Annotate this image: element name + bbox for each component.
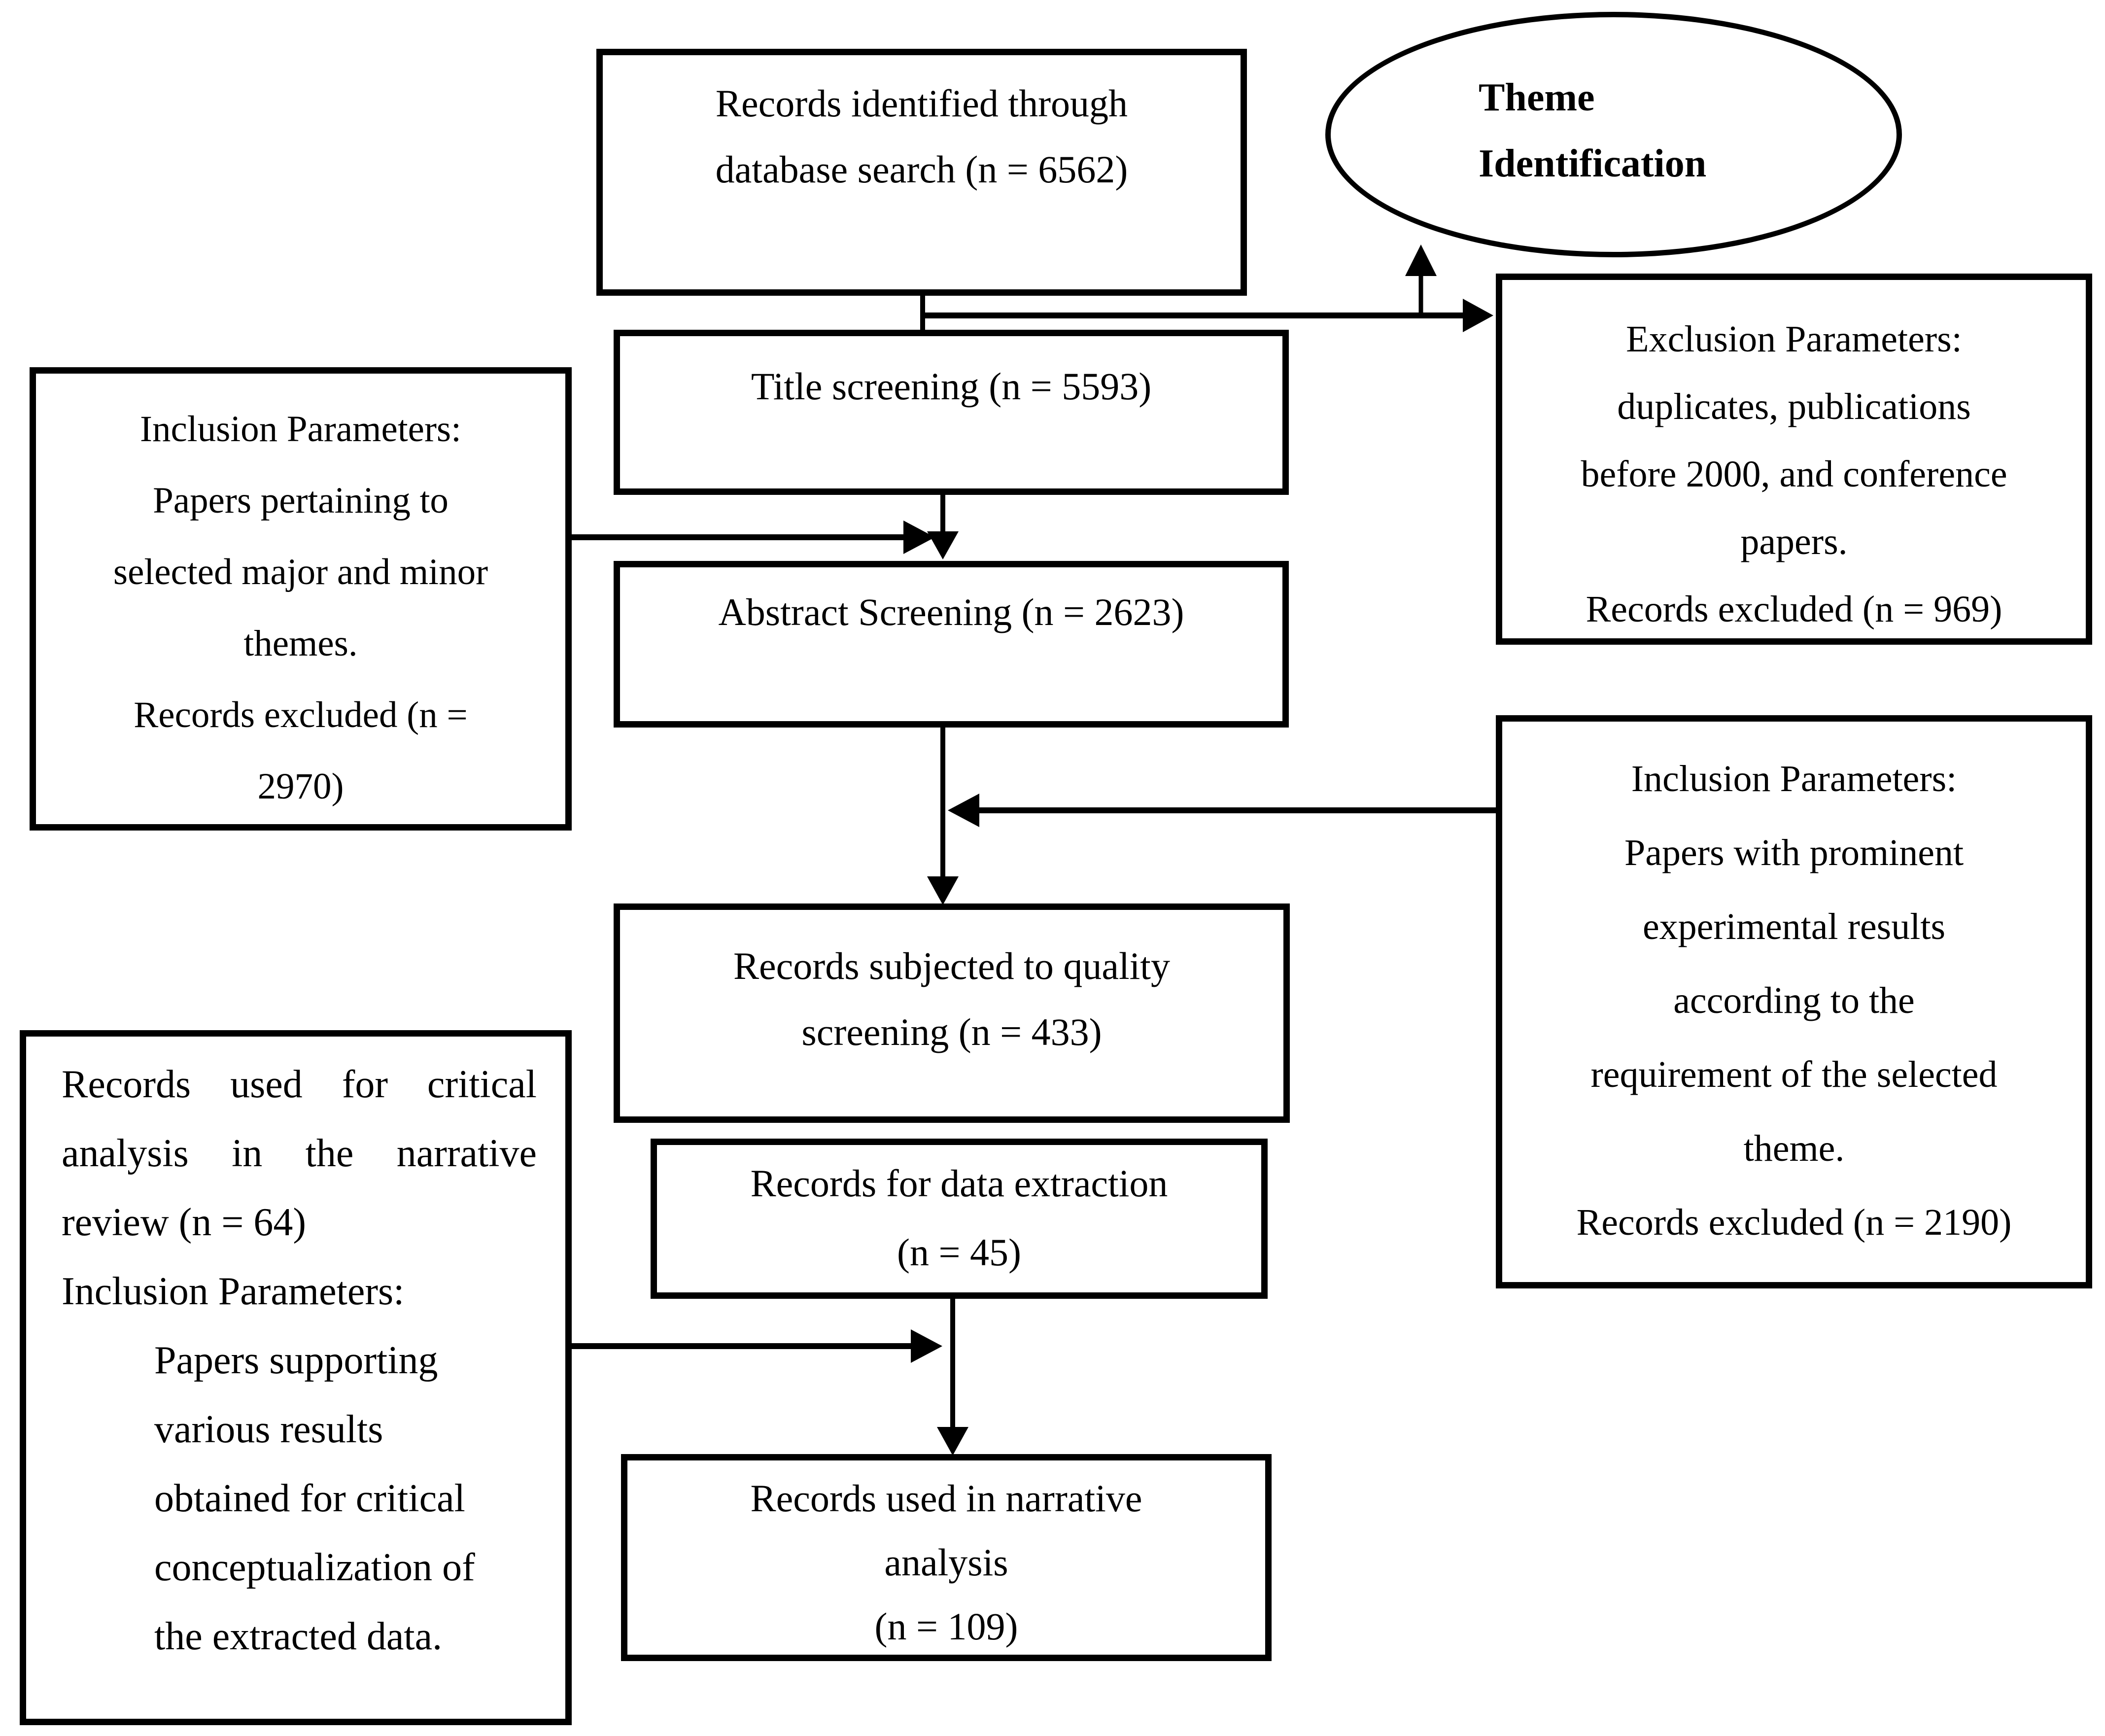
text-line: Records for data extraction [750, 1162, 1168, 1205]
inclusion-parameters-left-box: Inclusion Parameters: Papers pertaining … [30, 367, 572, 831]
text-line: themes. [243, 623, 358, 664]
text-line: 2970) [257, 766, 344, 807]
critical-analysis-box: Records used for critical analysis in th… [20, 1030, 572, 1725]
text-line: (n = 109) [874, 1605, 1018, 1648]
text-line: Title screening (n = 5593) [751, 365, 1152, 408]
title-screening-box: Title screening (n = 5593) [614, 330, 1289, 495]
text-line: Inclusion Parameters: [1631, 758, 1957, 799]
text-line: Papers with prominent [1624, 832, 1964, 873]
arrowhead-title-to-abstract [927, 531, 959, 559]
text-line: Inclusion Parameters: [62, 1270, 405, 1313]
text-line: database search (n = 6562) [715, 148, 1128, 191]
text-line: according to the [1673, 980, 1915, 1021]
text-line: Records excluded (n = 969) [1586, 589, 2002, 630]
quality-screening-box: Records subjected to quality screening (… [614, 903, 1290, 1123]
arrowhead-from-inclusion-right [948, 794, 979, 827]
abstract-screening-box: Abstract Screening (n = 2623) [614, 561, 1289, 728]
text-line: Records used for critical [62, 1063, 537, 1106]
text-line: analysis [884, 1541, 1008, 1584]
text-line: experimental results [1642, 906, 1946, 947]
text-line: Records used in narrative [750, 1477, 1142, 1520]
text-line: (n = 45) [897, 1231, 1021, 1274]
records-identified-box: Records identified through database sear… [596, 49, 1247, 296]
text-line: before 2000, and conference [1581, 453, 2007, 495]
text-line: selected major and minor [113, 552, 488, 592]
data-extraction-box: Records for data extraction (n = 45) [651, 1139, 1268, 1299]
text-line: Papers pertaining to [153, 480, 449, 521]
text-line: theme. [1743, 1128, 1845, 1169]
inclusion-parameters-right-box: Inclusion Parameters: Papers with promin… [1496, 715, 2092, 1288]
text-line: obtained for critical [154, 1477, 465, 1520]
theme-identification-ellipse: Theme Identification [1325, 12, 1902, 257]
text-line: Records identified through [715, 82, 1128, 125]
text-line: analysis in the narrative [62, 1132, 537, 1175]
narrative-analysis-box: Records used in narrative analysis (n = … [621, 1454, 1272, 1661]
text-line: Records subjected to quality [733, 944, 1170, 987]
text-line: Papers supporting [154, 1339, 438, 1382]
arrowhead-from-inclusion-left [903, 521, 935, 554]
exclusion-parameters-box: Exclusion Parameters: duplicates, public… [1496, 274, 2092, 645]
text-line: Theme [1479, 76, 1595, 119]
text-line: Records excluded (n = [134, 694, 468, 735]
arrowhead-to-ellipse [1405, 244, 1437, 276]
text-line: Identification [1479, 142, 1707, 185]
text-line: the extracted data. [154, 1615, 443, 1658]
text-line: screening (n = 433) [801, 1010, 1102, 1053]
text-line: conceptualization of [154, 1546, 475, 1589]
text-line: duplicates, publications [1617, 386, 1971, 427]
text-line: review (n = 64) [62, 1201, 307, 1244]
text-line: papers. [1740, 521, 1848, 562]
text-line: Exclusion Parameters: [1626, 318, 1962, 360]
arrowhead-abstract-to-quality [927, 876, 959, 905]
arrowhead-from-critical [911, 1329, 942, 1363]
text-line: Records excluded (n = 2190) [1576, 1202, 2012, 1243]
text-line: requirement of the selected [1590, 1054, 1998, 1095]
arrowhead-to-exclusion [1463, 299, 1493, 332]
text-line: Abstract Screening (n = 2623) [718, 590, 1184, 633]
text-line: Inclusion Parameters: [140, 409, 461, 450]
text-line: various results [154, 1408, 383, 1451]
arrowhead-data-to-narrative [937, 1427, 968, 1456]
